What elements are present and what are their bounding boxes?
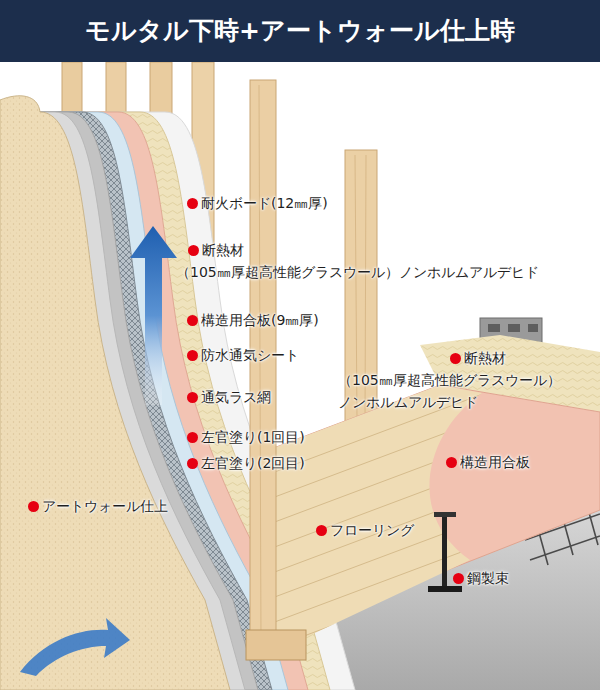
wood-grain (259, 85, 261, 645)
airflow-arrow (130, 226, 177, 405)
callout-label: 左官塗り(2回目) (187, 452, 305, 474)
red-dot (187, 198, 198, 209)
red-dot (187, 432, 198, 443)
red-dot (188, 245, 199, 256)
callout-label: 断熱材 （105㎜厚超高性能グラスウール）ノンホルムアルデヒド (176, 239, 539, 283)
part-name: フローリング (330, 522, 414, 538)
part-name: 断熱材 （105㎜厚超高性能グラスウール）ノンホルムアルデヒド (176, 242, 539, 280)
callout-label: 通気ラス網 (187, 386, 271, 408)
art-wall-finish (0, 96, 230, 690)
title: モルタル下時+アートウォール仕上時 (0, 0, 600, 62)
block-hole (528, 324, 538, 332)
part-name: 構造用合板 (460, 454, 530, 470)
callout-label: 構造用合板 (446, 451, 530, 473)
red-dot (187, 392, 198, 403)
airflow-arrow (20, 618, 130, 676)
red-dot (187, 315, 198, 326)
callout-label: アートウォール仕上 (28, 495, 168, 517)
callout-label: フローリング (316, 519, 414, 541)
red-dot (316, 525, 327, 536)
part-name: 通気ラス網 (201, 389, 271, 405)
callout-label: 断熱材 （105㎜厚超高性能グラスウール） ノンホルムアルデヒド (338, 347, 561, 413)
stud (250, 80, 276, 650)
flooring (200, 370, 520, 690)
callout-label: 耐火ボード(12㎜厚) (187, 192, 328, 214)
part-name: 鋼製束 (467, 570, 509, 586)
red-dot (446, 457, 457, 468)
part-name: 左官塗り(2回目) (201, 455, 305, 471)
red-dot (187, 350, 198, 361)
red-dot (187, 458, 198, 469)
red-dot (450, 353, 461, 364)
red-dot (28, 501, 39, 512)
part-name: 左官塗り(1回目) (201, 429, 305, 445)
callout-label: 鋼製束 (453, 567, 509, 589)
sill (246, 630, 306, 660)
block-hole (508, 324, 520, 332)
callout-label: 左官塗り(1回目) (187, 426, 305, 448)
part-name: 耐火ボード(12㎜厚) (201, 195, 328, 211)
part-name: アートウォール仕上 (42, 498, 168, 514)
red-dot (453, 573, 464, 584)
callout-label: 構造用合板(9㎜厚) (187, 309, 319, 331)
block-hole (488, 324, 500, 332)
callout-label: 防水通気シート (187, 344, 299, 366)
part-name: 防水通気シート (201, 347, 299, 363)
part-name: 構造用合板(9㎜厚) (201, 312, 319, 328)
